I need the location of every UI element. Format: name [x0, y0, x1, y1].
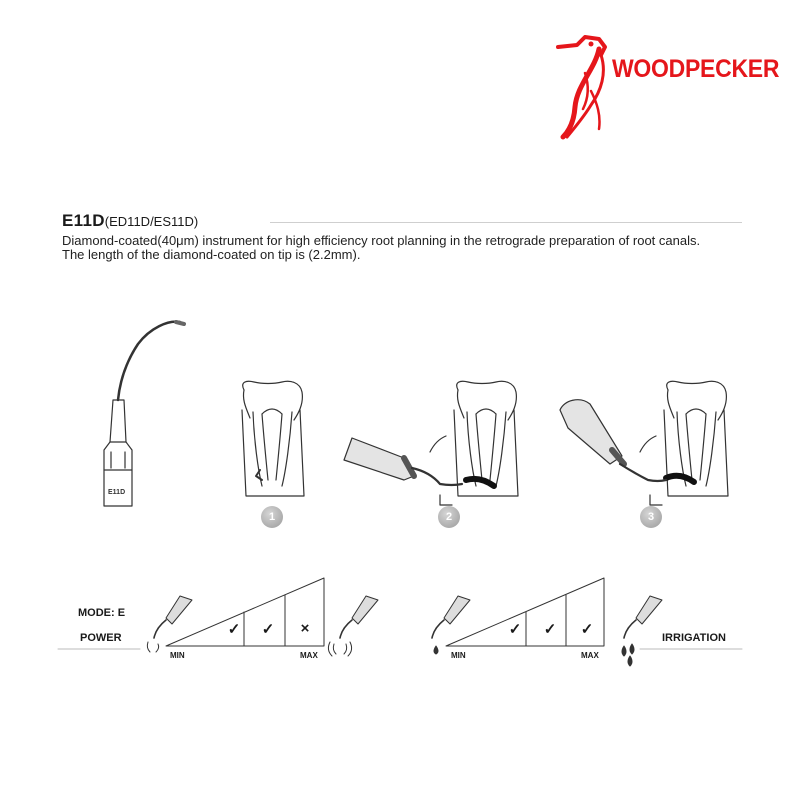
irrigation-min-label: MIN: [451, 651, 466, 660]
step-number-2: 2: [438, 506, 460, 528]
tooth-step-3-icon: [559, 380, 729, 506]
power-level-3-cross-icon: ×: [300, 620, 310, 637]
title-divider: [270, 222, 742, 223]
tooth-step-1-icon: [241, 380, 305, 497]
tooth-step-2-icon: [343, 380, 519, 506]
tip-label: E11D: [108, 489, 125, 496]
power-label: POWER: [80, 632, 122, 644]
ultrasonic-tip-icon: [103, 320, 186, 507]
irrigation-label: IRRIGATION: [662, 632, 726, 644]
brand-name: WOODPECKER: [612, 55, 780, 83]
step-number-3: 3: [640, 506, 662, 528]
power-min-label: MIN: [170, 651, 185, 660]
handpiece-max-irrigation-icon: [621, 595, 663, 667]
handpiece-min-irrigation-icon: [431, 595, 471, 655]
irrigation-level-2-check-icon: ✓: [543, 621, 557, 638]
product-title: E11D(ED11D/ES11D): [62, 211, 198, 231]
power-level-1-check-icon: ✓: [227, 621, 241, 638]
product-description: Diamond-coated(40μm) instrument for high…: [62, 233, 701, 262]
mode-label: MODE: E: [78, 607, 126, 619]
settings-graphics: [57, 577, 743, 667]
handpiece-max-power-icon: [327, 595, 379, 657]
power-level-triangle: [165, 577, 325, 647]
product-code: E11D: [62, 211, 105, 230]
power-max-label: MAX: [300, 651, 318, 660]
handpiece-min-power-icon: [146, 595, 193, 653]
step-number-1: 1: [261, 506, 283, 528]
settings-panel: MODE: E POWER MIN MAX ✓ ✓ × IRRIGATION M…: [0, 570, 800, 680]
procedure-illustration-svg: E11D: [103, 320, 729, 507]
irrigation-level-triangle: [445, 577, 605, 647]
irrigation-max-label: MAX: [581, 651, 599, 660]
irrigation-level-3-check-icon: ✓: [580, 621, 594, 638]
procedure-illustrations: E11D: [0, 300, 800, 550]
product-variants: (ED11D/ES11D): [104, 214, 199, 229]
woodpecker-logo-icon: [556, 35, 607, 140]
irrigation-level-1-check-icon: ✓: [508, 621, 522, 638]
power-level-2-check-icon: ✓: [261, 621, 275, 638]
